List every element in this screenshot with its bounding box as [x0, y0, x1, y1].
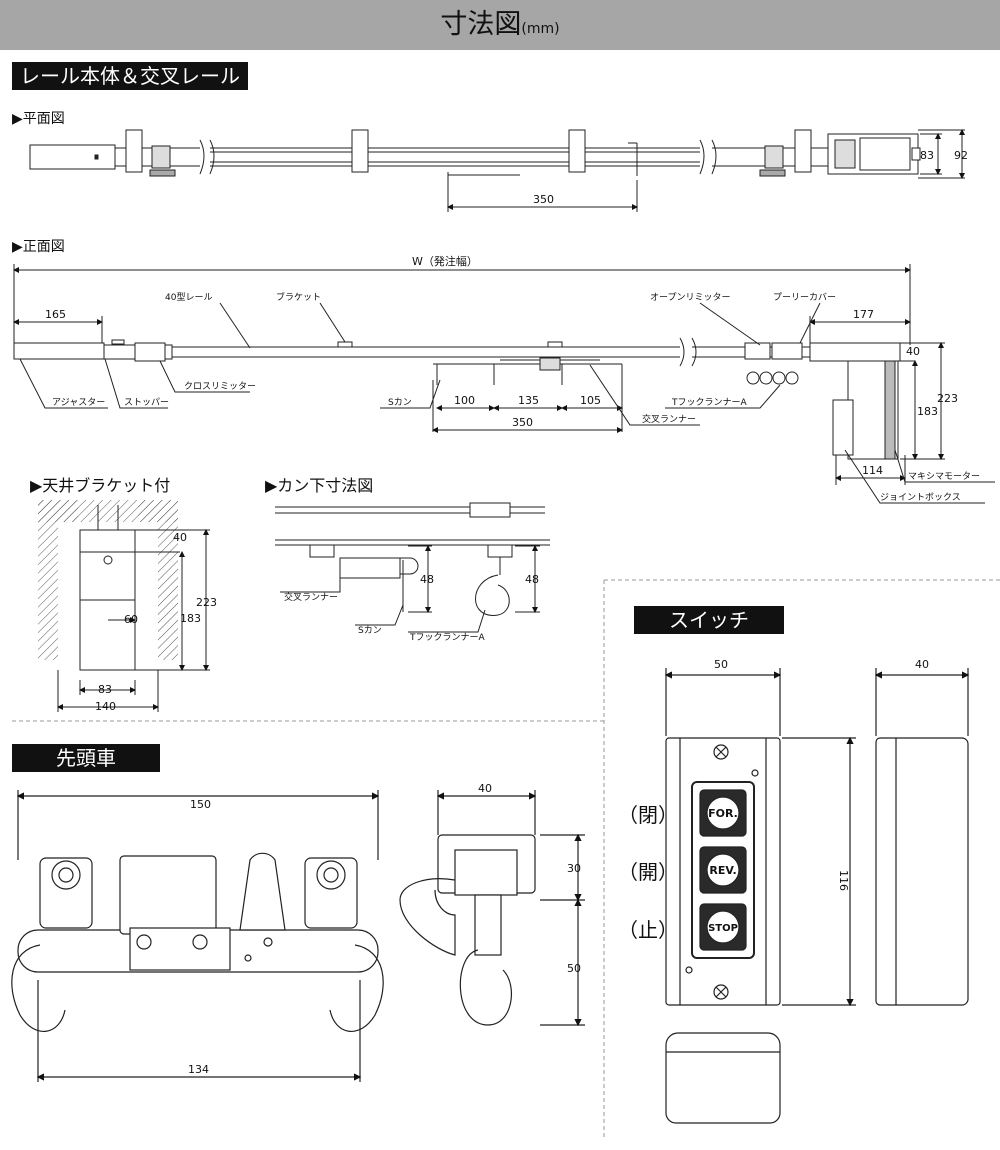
front-dim-105: 105	[580, 394, 601, 407]
label-joint-box: ジョイントボックス	[880, 492, 961, 503]
label-open-limiter: オープンリミッター	[650, 292, 730, 303]
lead-dim-30: 30	[567, 862, 581, 875]
switch-button-for: FOR.	[708, 807, 738, 820]
front-dim-165: 165	[45, 308, 66, 321]
front-dim-177: 177	[853, 308, 874, 321]
label-t-hook-runner: TフックランナーA	[671, 397, 747, 408]
label-rail-40: 40型レール	[165, 292, 212, 303]
hook-label-t-hook: TフックランナーA	[409, 632, 485, 643]
label-adjuster: アジャスター	[52, 397, 105, 408]
plan-dim-350: 350	[533, 193, 554, 206]
ceiling-dim-83: 83	[98, 683, 112, 696]
switch-dim-116: 116	[837, 870, 850, 891]
front-dim-40: 40	[906, 345, 920, 358]
page-title: 寸法図	[440, 9, 522, 40]
label-maxima-motor: マキシマモーター	[908, 471, 980, 482]
ceiling-bracket-title: ▶天井ブラケット付	[30, 476, 171, 495]
switch-button-stop: STOP	[708, 923, 738, 934]
ceiling-dim-223: 223	[196, 596, 217, 609]
front-view	[13, 264, 995, 504]
label-s-kan: Sカン	[388, 397, 412, 408]
label-stopper: ストッパー	[124, 397, 169, 408]
section-rail-title: レール本体＆交叉レール	[12, 62, 248, 90]
ceiling-dim-140: 140	[95, 700, 116, 713]
front-dim-350: 350	[512, 416, 533, 429]
label-bracket: ブラケット	[276, 291, 321, 303]
switch-dim-50: 50	[714, 658, 728, 671]
switch-dim-40: 40	[915, 658, 929, 671]
hook-dimension-drawing	[275, 502, 550, 633]
front-width-label: W（発注幅）	[412, 254, 478, 268]
switch-label-stop: （止）	[618, 918, 678, 942]
front-dim-100: 100	[454, 394, 475, 407]
front-dim-223: 223	[937, 392, 958, 405]
plan-view	[29, 129, 965, 212]
label-cross-runner: 交叉ランナー	[642, 413, 696, 425]
section-switch-title: スイッチ	[634, 606, 784, 634]
front-dim-183: 183	[917, 405, 938, 418]
hook-dimension-title: ▶カン下寸法図	[265, 476, 374, 495]
switch-label-close: （閉）	[618, 803, 678, 827]
lead-car-drawing	[11, 790, 585, 1082]
switch-drawing	[664, 668, 970, 1124]
hook-label-cross-runner: 交叉ランナー	[284, 591, 338, 603]
label-cross-limiter: クロスリミッター	[184, 381, 256, 392]
hook-dim-48-left: 48	[420, 573, 434, 586]
lead-dim-150: 150	[190, 798, 211, 811]
plan-view-title: ▶平面図	[12, 111, 65, 127]
lead-dim-50: 50	[567, 962, 581, 975]
label-pulley-cover: プーリーカバー	[773, 292, 836, 303]
hook-dim-48-right: 48	[525, 573, 539, 586]
front-dim-114: 114	[862, 464, 883, 477]
plan-dim-83: 83	[920, 149, 934, 162]
ceiling-dim-60: 60	[124, 613, 138, 626]
front-dim-135: 135	[518, 394, 539, 407]
lead-dim-134: 134	[188, 1063, 209, 1076]
ceiling-dim-40: 40	[173, 531, 187, 544]
ceiling-bracket-drawing	[38, 500, 210, 712]
hook-label-s-kan: Sカン	[358, 625, 382, 636]
page-unit: (mm)	[521, 21, 560, 37]
ceiling-dim-183: 183	[180, 612, 201, 625]
section-lead-car-title: 先頭車	[12, 744, 160, 772]
page-header: 寸法図(mm)	[0, 0, 1000, 50]
plan-dim-92: 92	[954, 149, 968, 162]
front-view-title: ▶正面図	[12, 239, 65, 255]
switch-button-rev: REV.	[709, 864, 736, 877]
lead-dim-40: 40	[478, 782, 492, 795]
switch-label-open: （開）	[618, 860, 678, 884]
